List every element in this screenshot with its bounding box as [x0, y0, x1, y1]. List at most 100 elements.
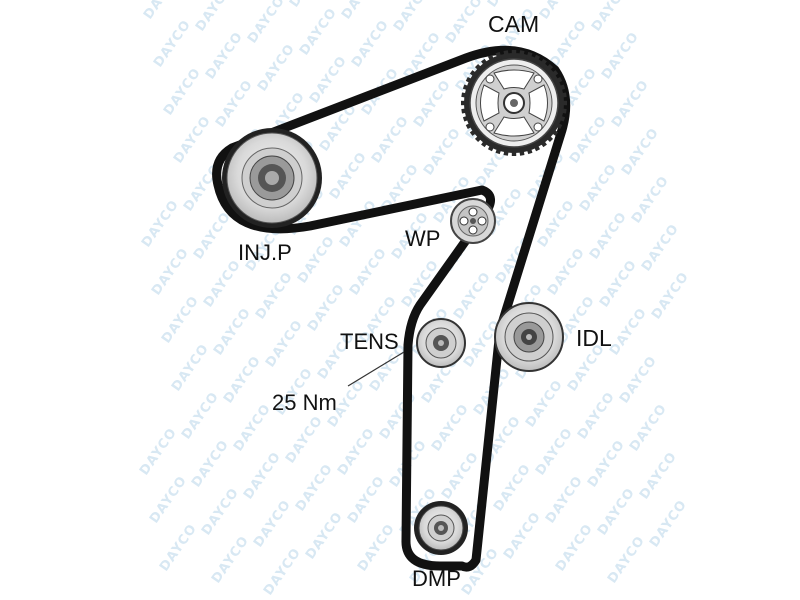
watermark-text: DAYCO [231, 401, 274, 454]
watermark-text: DAYCO [137, 425, 180, 478]
cam-tooth [553, 121, 563, 130]
watermark-text: DAYCO [335, 425, 378, 478]
cam-tooth [461, 100, 468, 106]
watermark-text: DAYCO [201, 257, 244, 310]
watermark-text: DAYCO [543, 473, 586, 526]
watermark-text: DAYCO [349, 17, 392, 70]
watermark-text: DAYCO [597, 257, 640, 310]
watermark-text: DAYCO [139, 197, 182, 250]
watermark-text: DAYCO [523, 377, 566, 430]
cam-tooth [465, 121, 475, 130]
watermark-text: DAYCO [287, 0, 330, 10]
watermark-text: DAYCO [439, 449, 482, 502]
tensioner-pulley [416, 318, 466, 368]
watermark-text: DAYCO [337, 197, 380, 250]
cam-tooth [557, 84, 566, 91]
watermark-text: DAYCO [263, 317, 306, 370]
label-tens: TENS [340, 329, 399, 354]
watermark-text: DAYCO [491, 461, 534, 514]
watermark-text: DAYCO [443, 0, 486, 46]
watermark-text: DAYCO [339, 0, 382, 22]
cam-tooth [553, 76, 563, 85]
watermark-text: DAYCO [151, 17, 194, 70]
cam-tooth [519, 50, 525, 58]
cam-tooth [532, 142, 541, 152]
cam-tooth [544, 63, 554, 73]
cam-tooth [557, 115, 566, 122]
label-cam: CAM [488, 11, 539, 37]
watermark-text: DAYCO [189, 437, 232, 490]
watermark-text: DAYCO [369, 113, 412, 166]
watermark-text: DAYCO [501, 509, 544, 562]
watermark-text: DAYCO [587, 209, 630, 262]
label-wp: WP [405, 226, 440, 251]
label-dmp: DMP [412, 566, 461, 591]
cam-tooth [511, 50, 517, 57]
watermark-text: DAYCO [589, 0, 632, 34]
damper-pulley [414, 501, 468, 555]
cam-tooth [469, 70, 479, 78]
watermark-text: DAYCO [619, 125, 662, 178]
cam-tooth [503, 148, 509, 156]
label-idl: IDL [576, 325, 612, 351]
watermark-text: DAYCO [305, 281, 348, 334]
cam-tooth [481, 138, 489, 148]
cam-tooth [495, 51, 502, 60]
cam-tooth [526, 51, 533, 60]
injection-pump-pulley [222, 128, 322, 228]
watermark-text: DAYCO [159, 293, 202, 346]
watermark-text: DAYCO [149, 245, 192, 298]
watermark-text: DAYCO [213, 77, 256, 130]
cam-tooth [461, 108, 469, 114]
cam-tooth [539, 138, 547, 148]
watermark-text: DAYCO [451, 269, 494, 322]
watermark-text: DAYCO [161, 65, 204, 118]
watermark-text: DAYCO [567, 113, 610, 166]
cam-pulley [461, 50, 567, 156]
watermark-text: DAYCO [345, 473, 388, 526]
watermark-text: DAYCO [485, 0, 528, 10]
watermark-text: DAYCO [421, 125, 464, 178]
watermark-text: DAYCO [253, 269, 296, 322]
watermark-text: DAYCO [609, 77, 652, 130]
watermark-text: DAYCO [595, 485, 638, 538]
watermark-text: DAYCO [537, 0, 580, 22]
cam-tooth [532, 54, 541, 64]
watermark-text: DAYCO [209, 533, 252, 586]
watermark-text: DAYCO [283, 413, 326, 466]
watermark-text: DAYCO [293, 461, 336, 514]
watermark-text: DAYCO [169, 341, 212, 394]
cam-tooth [495, 146, 502, 155]
watermark-text: DAYCO [221, 353, 264, 406]
watermark-text: DAYCO [533, 425, 576, 478]
watermark-text: DAYCO [617, 353, 660, 406]
cam-tooth [469, 128, 479, 136]
watermark-text: DAYCO [411, 77, 454, 130]
cam-tooth [526, 146, 533, 155]
watermark-text: DAYCO [295, 233, 338, 286]
cam-tooth [462, 115, 471, 122]
cam-tooth [474, 133, 484, 143]
cam-tooth [559, 108, 567, 114]
cam-tooth [487, 142, 496, 152]
watermark-text: DAYCO [307, 53, 350, 106]
watermark-text: DAYCO [545, 245, 588, 298]
watermark-text: DAYCO [193, 0, 236, 34]
cam-tooth [474, 63, 484, 73]
cam-tooth [549, 70, 559, 78]
watermark-text: DAYCO [347, 245, 390, 298]
watermark-text: DAYCO [211, 305, 254, 358]
watermark-text: DAYCO [141, 0, 184, 22]
cam-tooth [544, 133, 554, 143]
cam-tooth [503, 50, 509, 58]
watermark-text: DAYCO [577, 161, 620, 214]
watermark-text: DAYCO [261, 545, 304, 598]
watermark-text: DAYCO [553, 521, 596, 574]
label-injp: INJ.P [238, 240, 292, 265]
watermark-text: DAYCO [647, 497, 690, 550]
torque-leader-line [347, 351, 405, 387]
watermark-text: DAYCO [629, 173, 672, 226]
